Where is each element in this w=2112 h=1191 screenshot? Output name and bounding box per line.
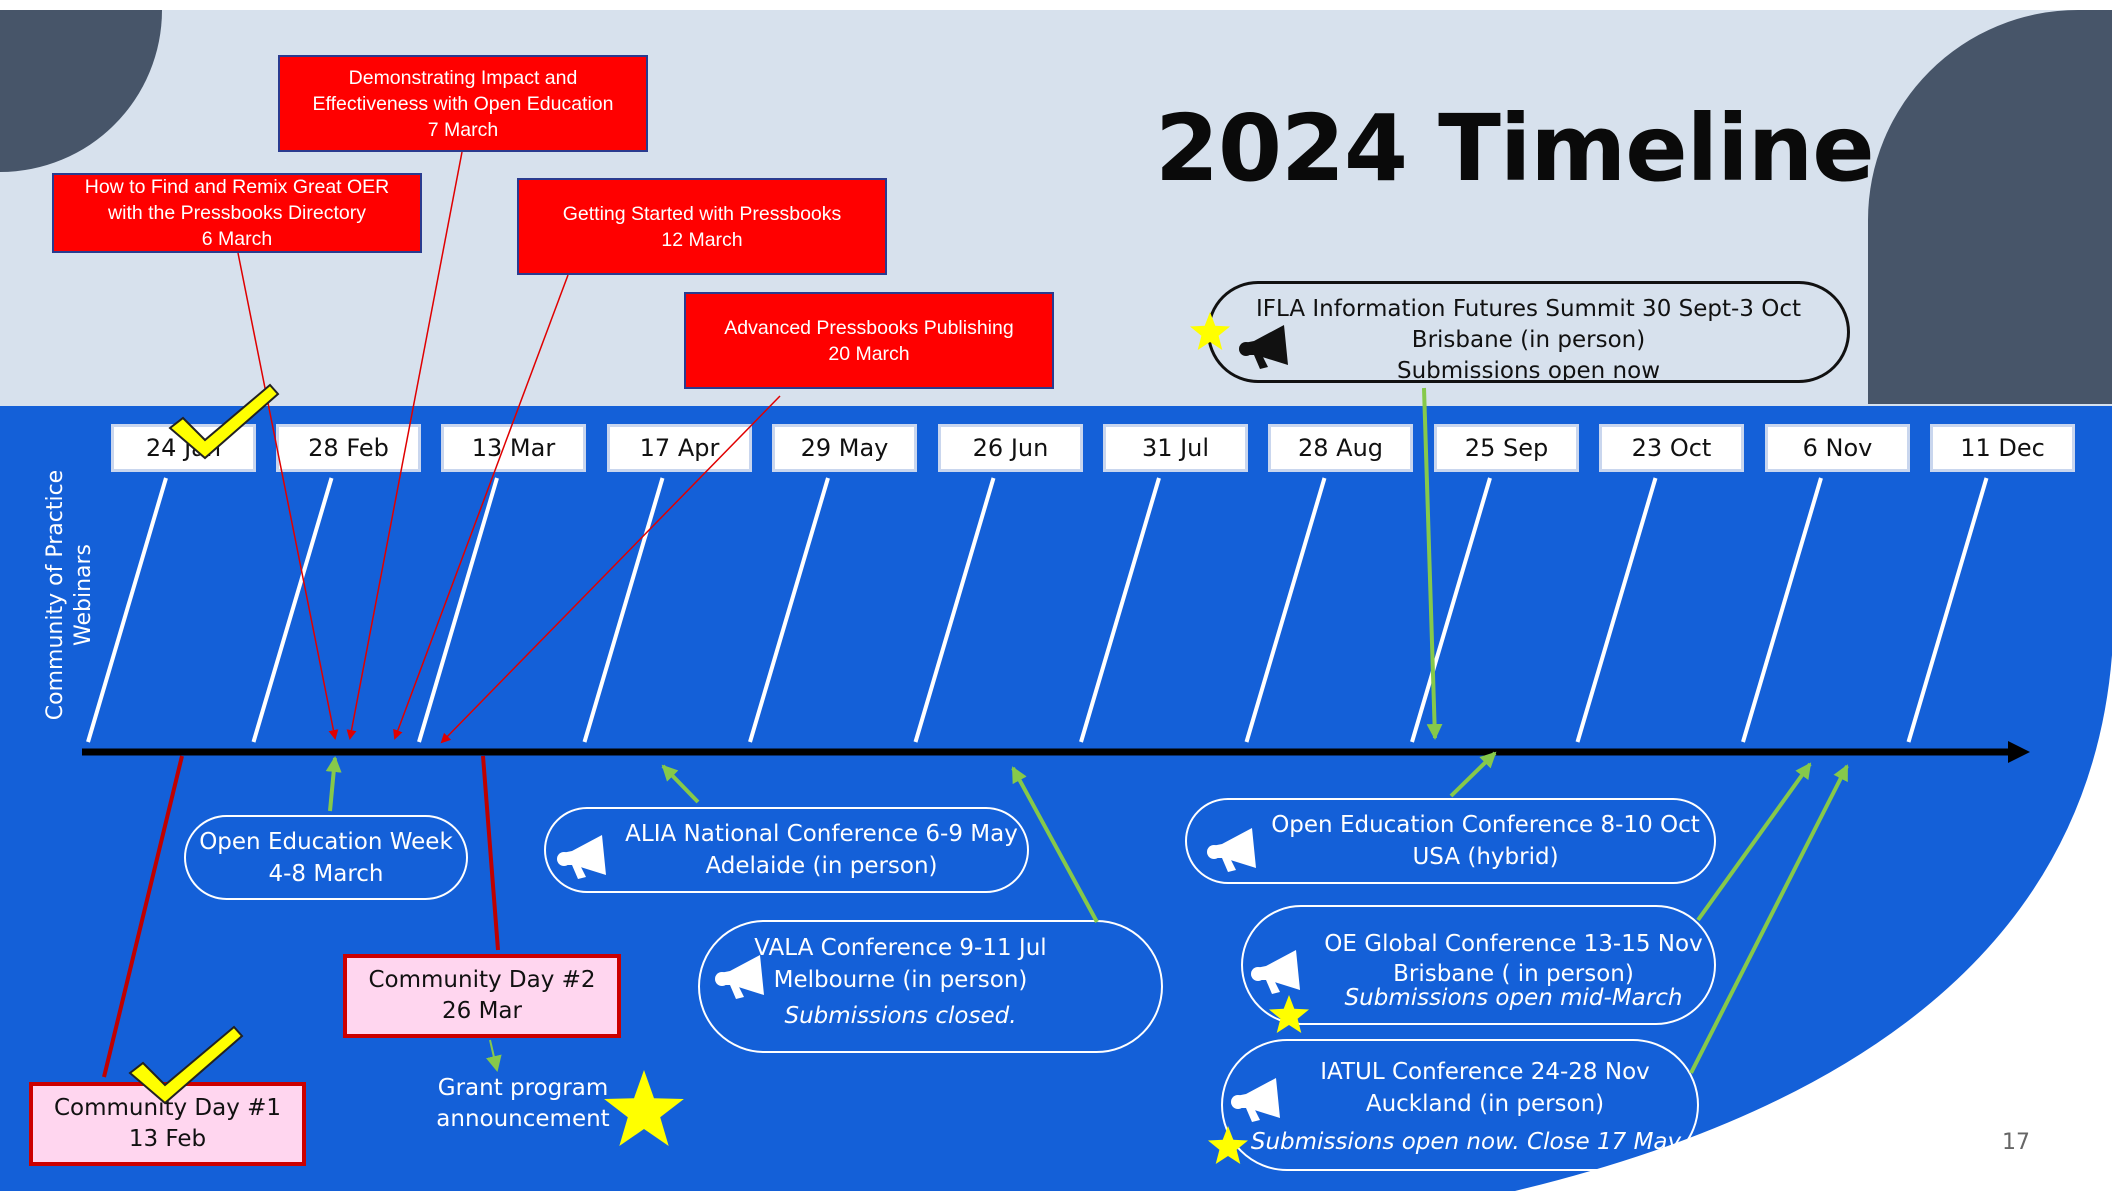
- right-dark-leaf: [1868, 10, 2112, 404]
- date-box: 11 Dec: [1930, 424, 2075, 472]
- oe-global-bubble: OE Global Conference 13-15 Nov Brisbane …: [1241, 905, 1716, 1025]
- tick-line: [86, 477, 168, 743]
- event-pointer: [1689, 764, 1849, 1074]
- megaphone-icon: [1231, 1078, 1280, 1122]
- webinar-pointer: [440, 395, 781, 744]
- event-pointer: [1696, 762, 1812, 922]
- date-box: 28 Feb: [276, 424, 421, 472]
- webinar-box: Getting Started with Pressbooks 12 March: [517, 178, 887, 275]
- iatul-bubble: IATUL Conference 24-28 Nov Auckland (in …: [1221, 1039, 1699, 1171]
- tick-line: [913, 477, 996, 743]
- corner-quarter-circle: [0, 10, 162, 172]
- community-day-connector: [102, 755, 184, 1078]
- page-title: 2024 Timeline: [1155, 95, 1875, 202]
- webinar-box: How to Find and Remix Great OER with the…: [52, 173, 422, 253]
- community-day-connector: [481, 755, 500, 951]
- event-pointer: [1011, 766, 1099, 923]
- webinar-pointer: [393, 274, 569, 740]
- date-box: 26 Jun: [938, 424, 1083, 472]
- event-pointer: [1422, 387, 1443, 740]
- tick-line: [1410, 477, 1492, 743]
- tick-line: [748, 477, 830, 743]
- timeline-arrowhead: [2008, 741, 2030, 763]
- grant-pointer: [486, 1039, 502, 1072]
- date-box: 28 Aug: [1268, 424, 1413, 472]
- open-education-conference-bubble: Open Education Conference 8-10 Oct USA (…: [1185, 798, 1716, 884]
- event-pointer: [1449, 751, 1497, 798]
- check-icon: [128, 1025, 244, 1105]
- date-box: 17 Apr: [607, 424, 752, 472]
- date-box: 13 Mar: [441, 424, 586, 472]
- star-icon: [1208, 1126, 1248, 1164]
- vala-bubble: VALA Conference 9-11 Jul Melbourne (in p…: [698, 920, 1163, 1053]
- webinar-pointer: [237, 252, 339, 740]
- star-icon: [1190, 312, 1230, 350]
- event-pointer: [661, 764, 700, 804]
- date-box: 23 Oct: [1599, 424, 1744, 472]
- star-icon: [1269, 995, 1309, 1033]
- tick-line: [1244, 477, 1327, 743]
- megaphone-icon: [557, 835, 606, 879]
- date-box: 29 May: [772, 424, 917, 472]
- event-pointer: [325, 756, 342, 812]
- webinar-pointer: [346, 151, 463, 740]
- tick-line: [582, 477, 665, 743]
- ifla-summit-bubble: IFLA Information Futures Summit 30 Sept-…: [1207, 281, 1850, 383]
- megaphone-icon: [1251, 950, 1300, 994]
- date-box: 6 Nov: [1765, 424, 1910, 472]
- tick-line: [1079, 477, 1161, 743]
- megaphone-icon: [715, 955, 764, 999]
- tick-line: [1906, 477, 1989, 743]
- star-icon: [604, 1070, 684, 1146]
- check-icon: [168, 383, 280, 460]
- tick-line: [251, 477, 334, 743]
- alia-bubble: ALIA National Conference 6-9 May Adelaid…: [544, 807, 1029, 893]
- webinar-box: Demonstrating Impact and Effectiveness w…: [278, 55, 648, 152]
- page-number: 17: [2002, 1130, 2030, 1155]
- tick-lines: [86, 477, 1989, 743]
- oe-week-bubble: Open Education Week 4-8 March: [184, 815, 468, 900]
- community-day-box: Community Day #2 26 Mar: [343, 954, 621, 1038]
- megaphone-icon: [1207, 828, 1256, 872]
- tick-line: [1741, 477, 1823, 743]
- tick-line: [1575, 477, 1658, 743]
- grant-announcement-label: Grant program announcement: [436, 1075, 610, 1132]
- date-box: 31 Jul: [1103, 424, 1248, 472]
- date-box: 25 Sep: [1434, 424, 1579, 472]
- webinar-box: Advanced Pressbooks Publishing 20 March: [684, 292, 1054, 389]
- tick-line: [417, 477, 499, 743]
- megaphone-icon: [1239, 325, 1288, 369]
